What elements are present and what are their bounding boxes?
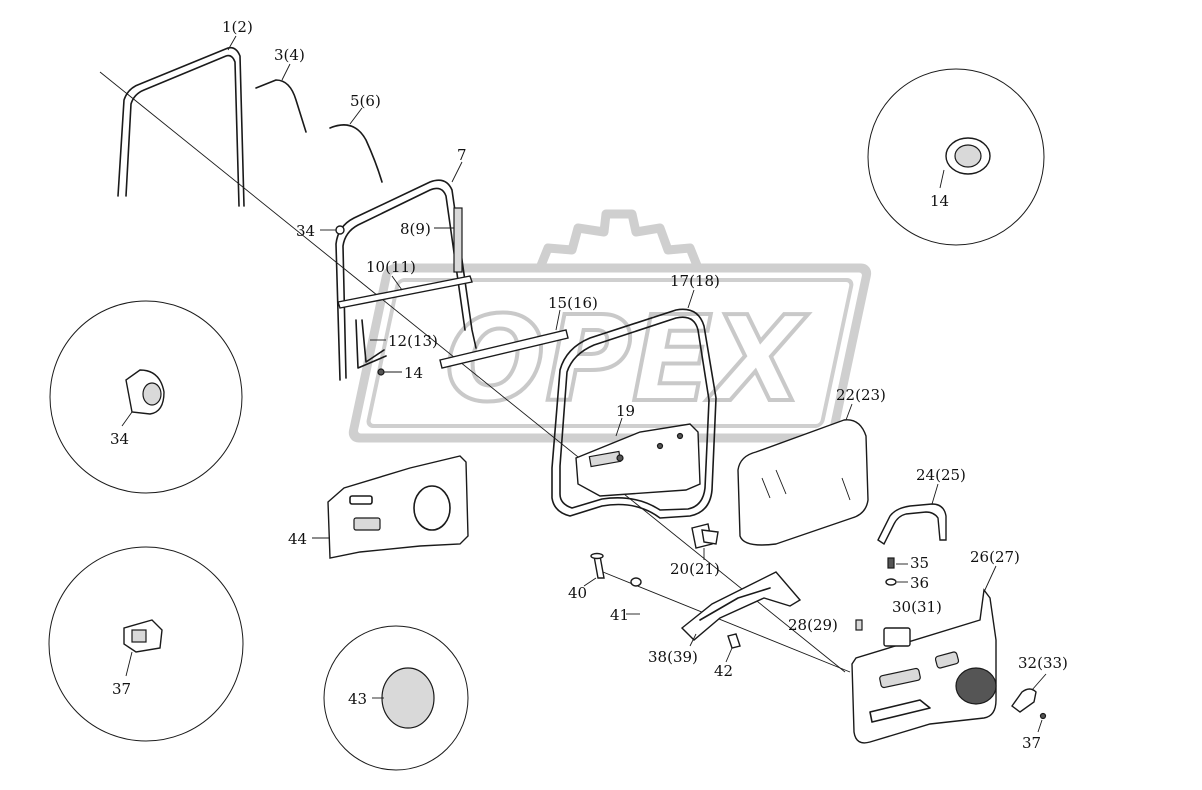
part-15-outer-belt [439, 309, 569, 369]
callout-3: 3(4) [274, 46, 305, 64]
part-22-door-glass [737, 403, 869, 546]
callout-labels: 1(2) 3(4) 5(6) 7 8(9) 10(11) 12(13) 14 1… [110, 18, 1068, 752]
part-35-screw [887, 557, 908, 569]
part-30-switch-cover [883, 627, 911, 647]
part-28-clip [855, 619, 863, 631]
watermark-gear [535, 209, 703, 273]
callout-40: 40 [568, 584, 587, 602]
callout-34-detail: 34 [110, 430, 129, 448]
part-7-glass-run [335, 161, 477, 381]
callout-43: 43 [348, 690, 367, 708]
callout-32: 32(33) [1018, 654, 1068, 672]
callout-19: 19 [616, 402, 635, 420]
part-34-bumper [320, 225, 345, 235]
part-38-armrest-bracket [680, 571, 802, 647]
part-14-nut [377, 368, 402, 376]
callout-37-detail: 37 [112, 680, 131, 698]
part-19-inner-panel [575, 417, 701, 497]
part-12-channel-bracket [355, 319, 387, 369]
callout-15: 15(16) [548, 294, 598, 312]
callout-41: 41 [610, 606, 629, 624]
watermark-logo: OPEX [348, 209, 872, 443]
callout-8: 8(9) [400, 220, 431, 238]
watermark-frame-outer [348, 263, 872, 443]
part-36-washer [885, 578, 908, 586]
callout-12: 12(13) [388, 332, 438, 350]
callout-5: 5(6) [350, 92, 381, 110]
callout-38: 38(39) [648, 648, 698, 666]
watermark-frame-inner [366, 278, 854, 428]
callout-17: 17(18) [670, 272, 720, 290]
callout-24: 24(25) [916, 466, 966, 484]
part-42-pin [725, 633, 741, 663]
callout-28: 28(29) [788, 616, 838, 634]
detail-circle-14 [867, 68, 1045, 246]
callout-7: 7 [457, 146, 467, 164]
callout-14-detail: 14 [930, 192, 949, 210]
part-24-grab-handle [877, 483, 947, 546]
detail-circle-37 [48, 546, 244, 742]
callout-1: 1(2) [222, 18, 253, 36]
part-3-belt-strip [255, 63, 307, 133]
callout-20: 20(21) [670, 560, 720, 578]
callout-14-main: 14 [404, 364, 423, 382]
watermark-text: OPEX [445, 290, 808, 428]
assembly-axis-line [99, 71, 846, 673]
part-32-handle-bezel [1011, 673, 1047, 713]
assembly-line-screw [597, 569, 851, 673]
callout-42: 42 [714, 662, 733, 680]
callout-35: 35 [910, 554, 929, 572]
part-41-washer [626, 577, 642, 615]
callout-34-main: 34 [296, 222, 315, 240]
callout-10: 10(11) [366, 258, 416, 276]
callout-37-main: 37 [1022, 734, 1041, 752]
part-1-seal-frame [117, 35, 245, 207]
part-37-screw [1037, 712, 1047, 733]
detail-circle-34 [49, 300, 243, 494]
part-20-hinge [691, 523, 719, 560]
part-26-trim-panel [851, 565, 997, 744]
callout-44: 44 [288, 530, 307, 548]
callout-30: 30(31) [892, 598, 942, 616]
part-5-run-channel [329, 107, 383, 183]
part-44-door-liner [312, 455, 469, 559]
part-10-inner-belt [337, 275, 473, 309]
callout-22: 22(23) [836, 386, 886, 404]
part-40-bolt [583, 552, 605, 587]
part-8-rear-channel [434, 207, 463, 273]
detail-circle-43 [323, 625, 469, 771]
callout-36: 36 [910, 574, 929, 592]
part-17-door-seal [551, 289, 717, 519]
callout-26: 26(27) [970, 548, 1020, 566]
